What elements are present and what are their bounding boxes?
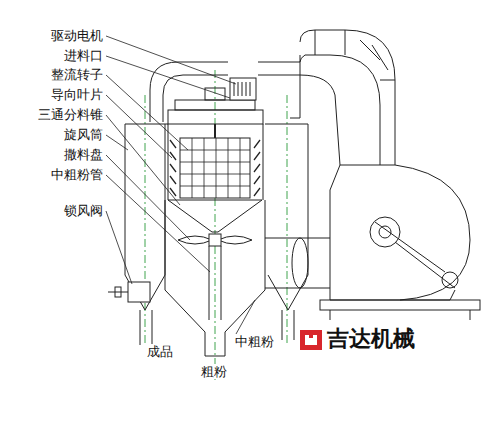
- part-label: 整流转子: [50, 67, 104, 82]
- part-label: 进料口: [63, 48, 104, 63]
- part-label: 撒料盘: [63, 147, 104, 162]
- part-label: 三通分料锥: [37, 107, 104, 122]
- part-label: 导向叶片: [50, 87, 104, 102]
- part-label: 旋风筒: [63, 127, 104, 142]
- logo-text: 吉达机械: [326, 326, 416, 352]
- part-label: 粗粉: [200, 364, 228, 379]
- part-label: 驱动电机: [50, 28, 104, 43]
- part-label: 中粗粉管: [50, 167, 104, 182]
- part-label: 锁风阀: [63, 203, 104, 218]
- part-label: 中粗粉: [234, 334, 275, 349]
- part-label: 成品: [146, 344, 174, 359]
